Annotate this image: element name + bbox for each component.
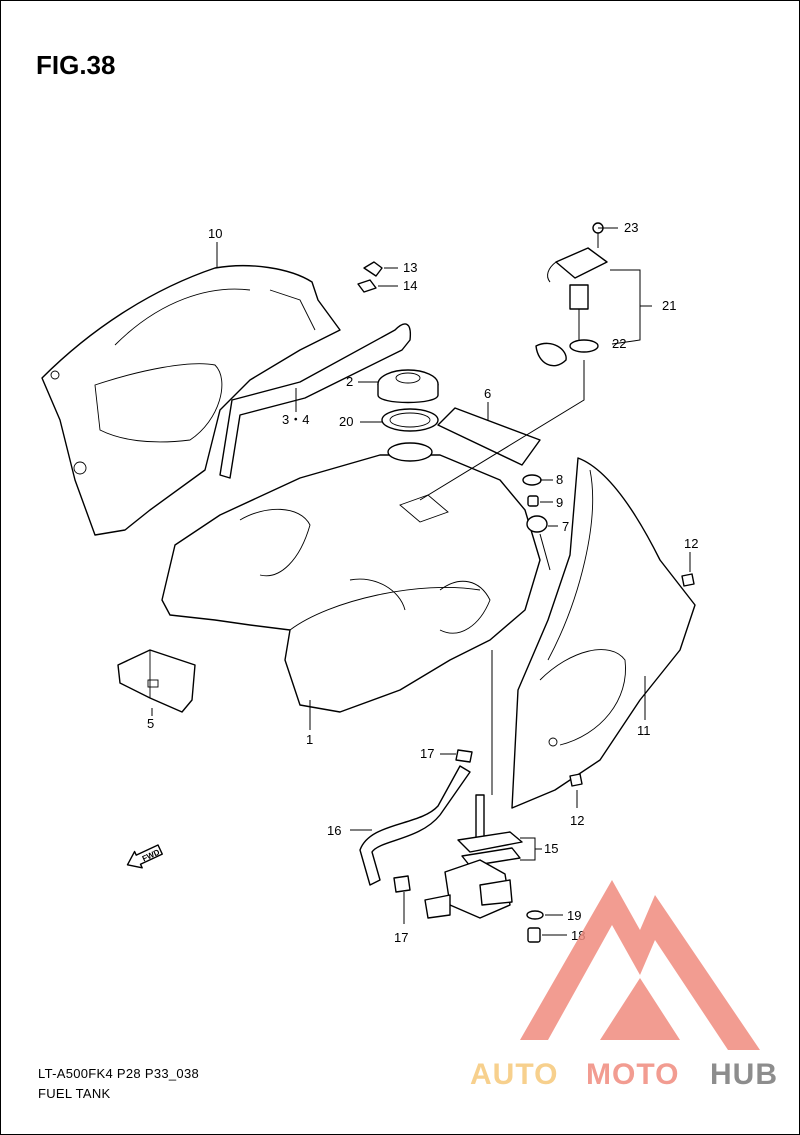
callout-17-lower: 17 [394, 930, 408, 945]
callout-9: 9 [556, 495, 563, 510]
breather-hose [219, 323, 412, 479]
leader-lines [151, 227, 691, 936]
watermark-hub: HUB [710, 1058, 778, 1091]
side-panel-clips [569, 573, 695, 787]
fuel-cap [377, 369, 439, 404]
callout-22: 22 [612, 336, 626, 351]
bolt-washer [526, 910, 544, 943]
pad-sheet [437, 407, 541, 466]
model-code: LT-A500FK4 P28 P33_038 [38, 1066, 200, 1081]
watermark-auto: AUTO [470, 1058, 558, 1091]
clip-parts [357, 261, 383, 293]
callout-8: 8 [556, 472, 563, 487]
right-side-panel [511, 457, 696, 809]
callout-3-4: 3・4 [282, 412, 309, 427]
automotohub-logo: AUTO MOTO HUB [470, 880, 778, 1091]
cap-gasket [381, 408, 439, 432]
callout-7: 7 [562, 519, 569, 534]
fuel-level-sensor [535, 222, 608, 367]
callout-2: 2 [346, 374, 353, 389]
callout-10: 10 [208, 226, 222, 241]
callout-14: 14 [403, 278, 417, 293]
callout-5: 5 [147, 716, 154, 731]
callout-19: 19 [567, 908, 581, 923]
left-side-panel [41, 264, 341, 536]
callout-6: 6 [484, 386, 491, 401]
callout-1: 1 [306, 732, 313, 747]
callout-17-upper: 17 [420, 746, 434, 761]
fuel-tank [161, 442, 541, 713]
fuel-hose [359, 749, 473, 893]
diagram-caption: FUEL TANK [38, 1086, 111, 1101]
callout-21: 21 [662, 298, 676, 313]
callout-16: 16 [327, 823, 341, 838]
forward-direction-arrow: FWD [126, 844, 163, 869]
fwd-label: FWD [141, 847, 162, 863]
fuel-valve [424, 794, 523, 919]
callout-23: 23 [624, 220, 638, 235]
watermark-moto: MOTO [586, 1058, 679, 1091]
callout-12-lower: 12 [570, 813, 584, 828]
callout-12-upper: 12 [684, 536, 698, 551]
bracket [117, 649, 196, 713]
callout-20: 20 [339, 414, 353, 429]
callout-13: 13 [403, 260, 417, 275]
callout-11: 11 [637, 723, 651, 738]
callout-15: 15 [544, 841, 558, 856]
figure-title: FIG.38 [36, 50, 116, 80]
small-fittings [522, 474, 551, 571]
